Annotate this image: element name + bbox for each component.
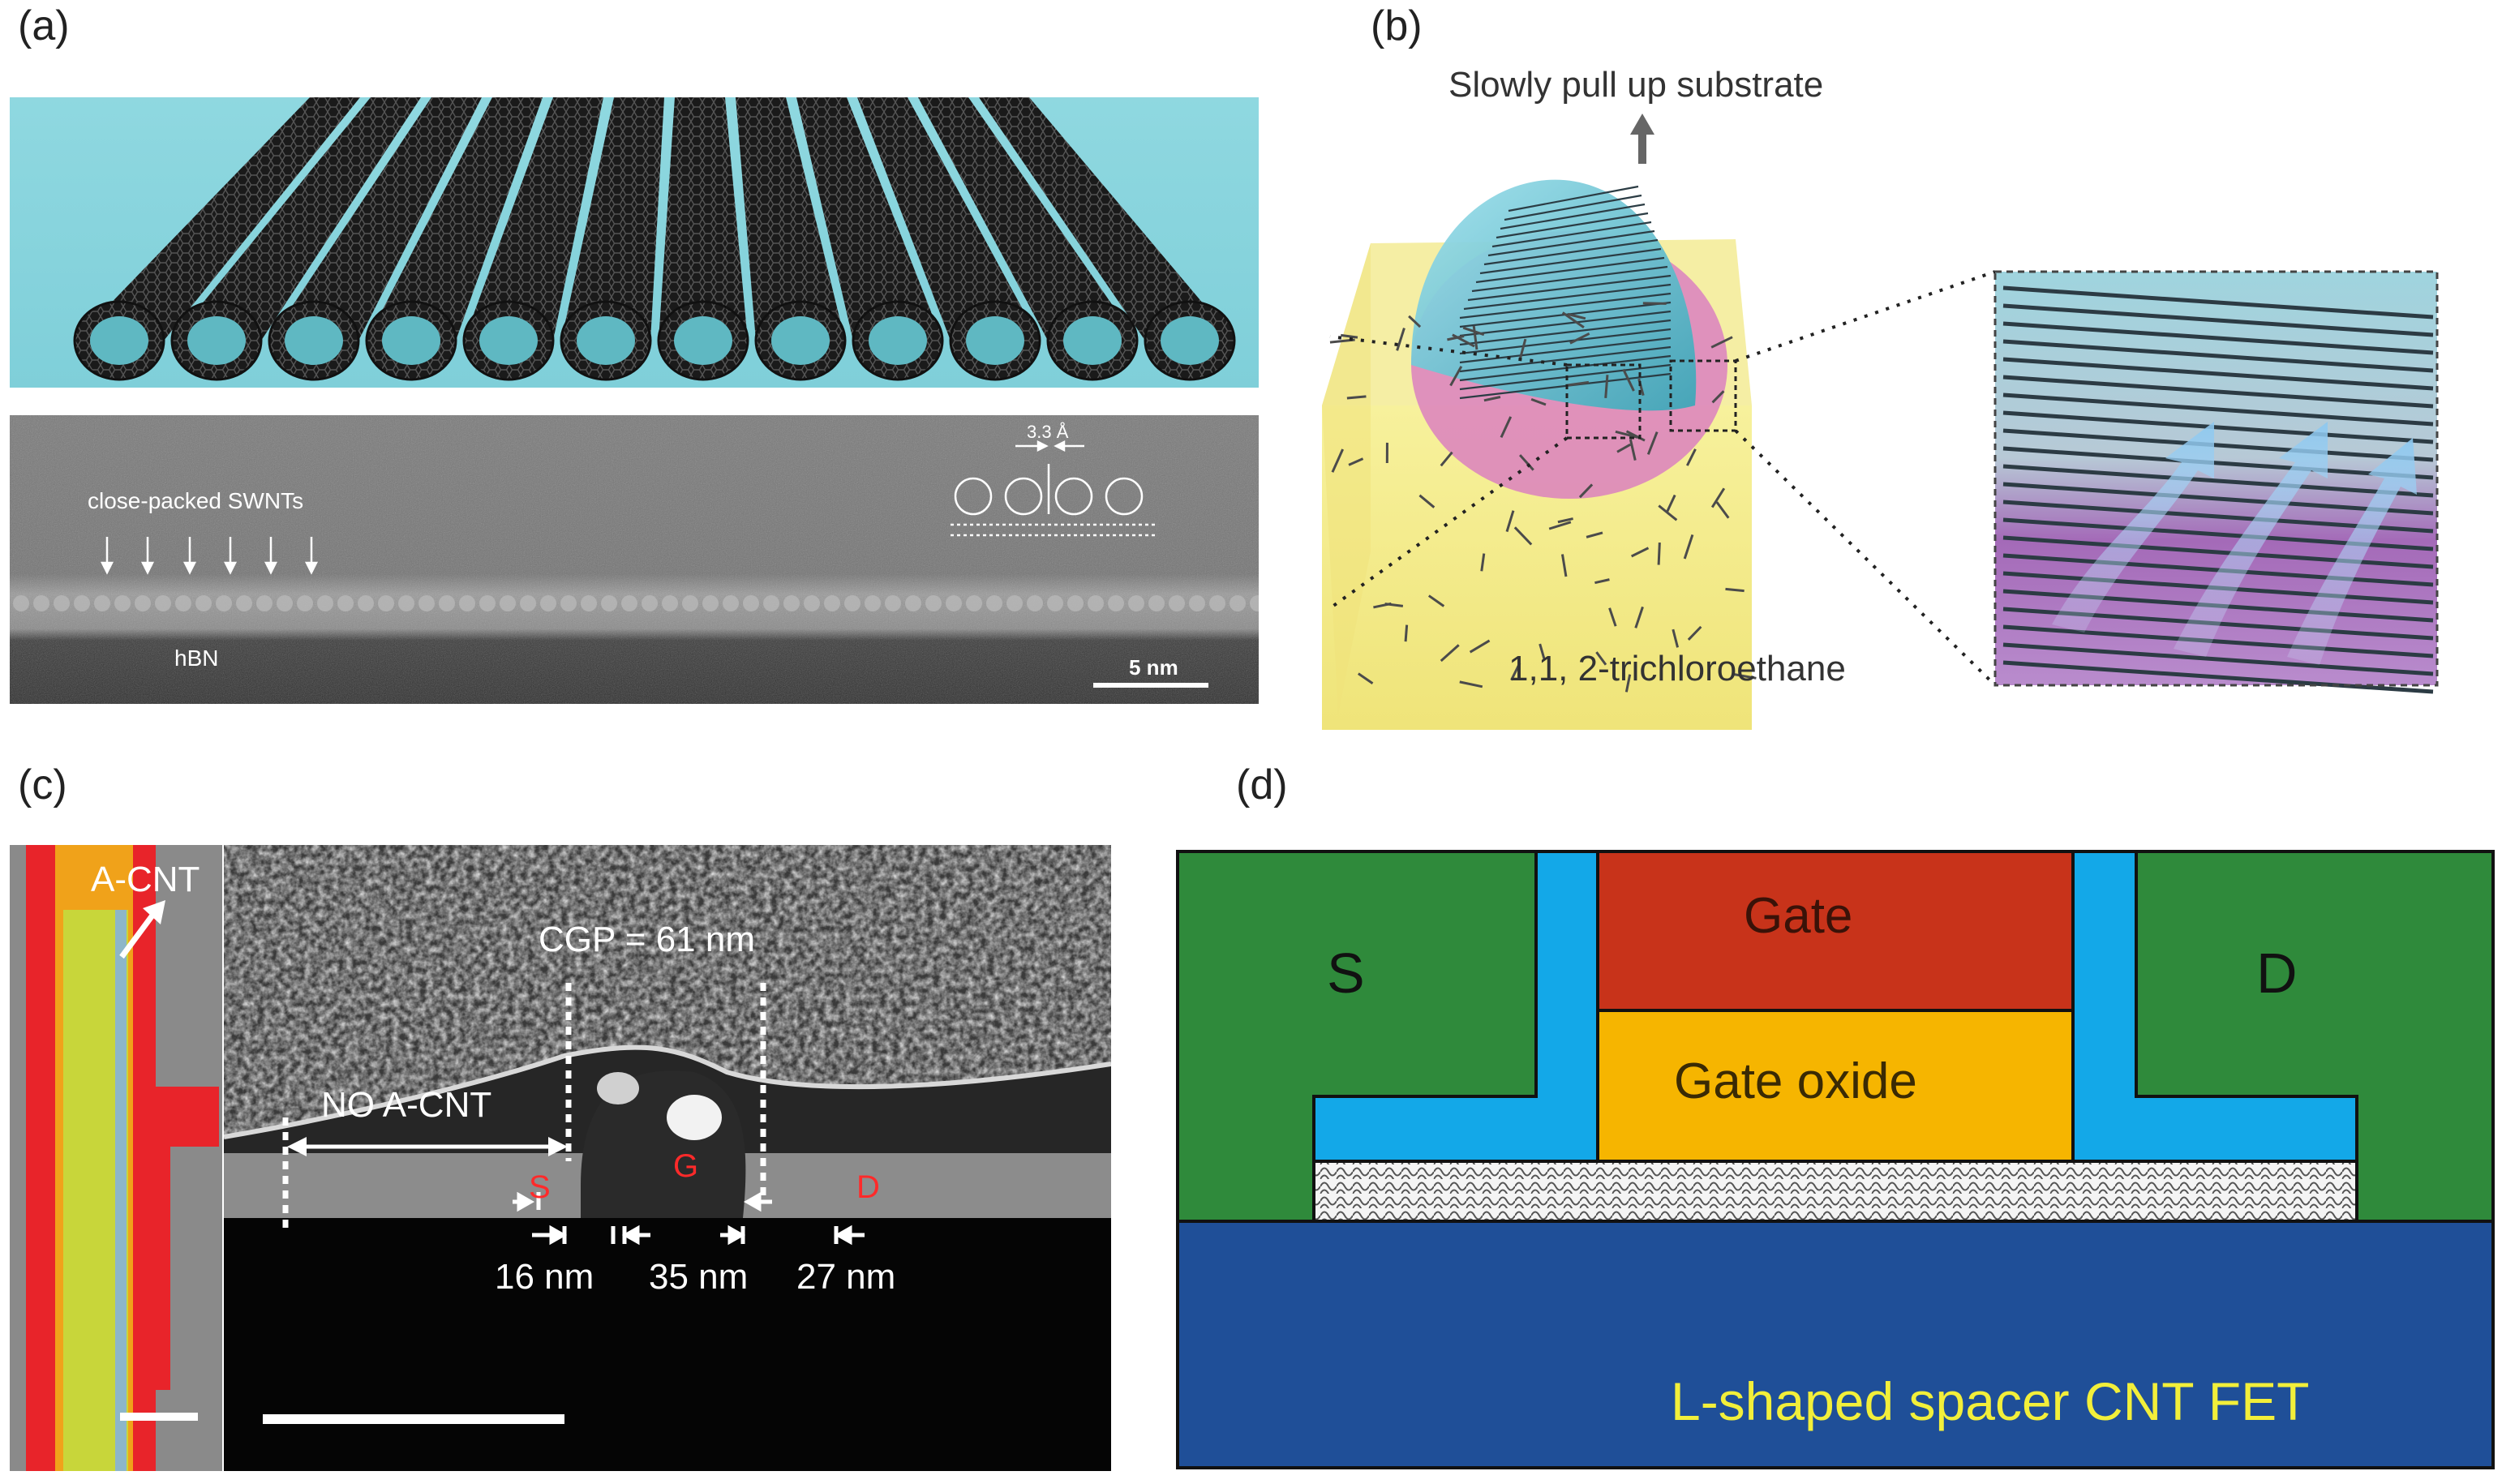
source-label: S bbox=[1327, 941, 1365, 1005]
source-marker: S bbox=[529, 1169, 551, 1205]
panel-label-b: (b) bbox=[1371, 2, 1423, 49]
acnt-label: A-CNT bbox=[91, 860, 200, 899]
cnt-array-illustration bbox=[10, 97, 1259, 388]
gate-marker: G bbox=[673, 1148, 699, 1184]
gate-oxide-label: Gate oxide bbox=[1674, 1053, 1917, 1109]
panel-label-d: (d) bbox=[1236, 761, 1288, 808]
tem-image: close-packed SWNTs 3.3 Å hBN 5 nm bbox=[10, 415, 1259, 704]
sem-crosssection-image: CGP = 61 nm NO A-CNT S G D 16 nm 35 nm 2… bbox=[224, 845, 1111, 1471]
panel-label-a: (a) bbox=[18, 2, 70, 49]
cnt-fet-schematic bbox=[1176, 850, 2495, 1469]
gate-block bbox=[1596, 850, 2075, 1012]
cgp-label: CGP = 61 nm bbox=[539, 920, 755, 959]
panel-label-c: (c) bbox=[18, 761, 67, 808]
drain-marker: D bbox=[856, 1169, 880, 1205]
dim-27nm: 27 nm bbox=[796, 1257, 896, 1297]
sem-overview-image: A-CNT bbox=[10, 845, 222, 1471]
drain-label: D bbox=[2256, 941, 2298, 1005]
fet-caption: L-shaped spacer CNT FET bbox=[1671, 1371, 2310, 1431]
acnt-arrow-icon bbox=[119, 900, 165, 959]
gate-label: Gate bbox=[1744, 888, 1853, 944]
hbn-label: hBN bbox=[174, 645, 219, 671]
close-packed-label: close-packed SWNTs bbox=[88, 488, 304, 513]
pull-up-label: Slowly pull up substrate bbox=[1448, 65, 1824, 105]
dip-coating-schematic bbox=[1322, 114, 2439, 730]
scalebar-label: 5 nm bbox=[1129, 655, 1178, 680]
cnt-channel bbox=[1312, 1160, 2358, 1223]
solvent-label: 1,1, 2-trichloroethane bbox=[1508, 649, 1846, 688]
no-acnt-label: NO A-CNT bbox=[321, 1085, 492, 1125]
spacing-label: 3.3 Å bbox=[1027, 422, 1069, 442]
dim-35nm: 35 nm bbox=[649, 1257, 749, 1297]
dim-16nm: 16 nm bbox=[495, 1257, 594, 1297]
